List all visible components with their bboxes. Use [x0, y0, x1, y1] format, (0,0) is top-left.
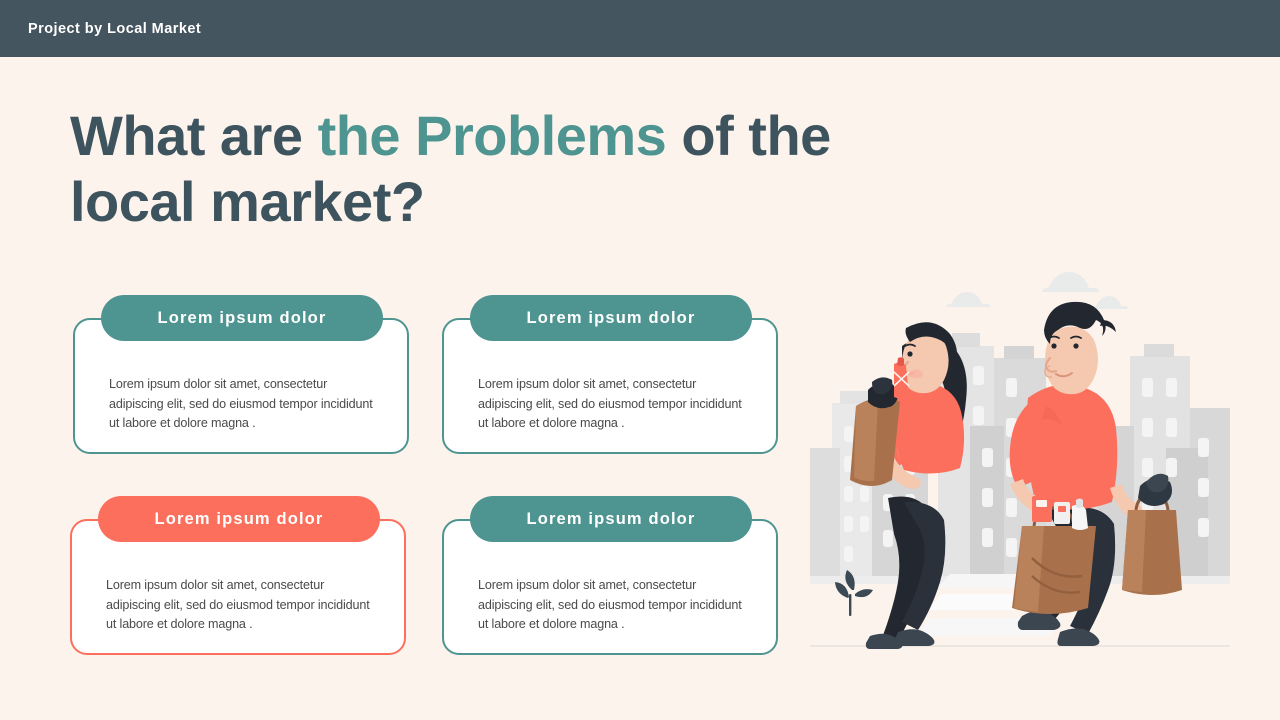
cloud-icon: [946, 272, 1128, 309]
card-heading-label: Lorem ipsum dolor: [526, 308, 696, 327]
headline-part-1: What are: [70, 104, 318, 167]
card-heading-label: Lorem ipsum dolor: [526, 509, 696, 528]
top-bar: Project by Local Market: [0, 0, 1280, 57]
card-heading-pill[interactable]: Lorem ipsum dolor: [470, 496, 752, 542]
problem-card-1[interactable]: Lorem ipsum dolor Lorem ipsum dolor sit …: [73, 295, 409, 454]
problem-card-2[interactable]: Lorem ipsum dolor Lorem ipsum dolor sit …: [442, 295, 778, 454]
headline-accent: the Problems: [317, 104, 667, 167]
plant-icon: [835, 570, 873, 616]
card-heading-pill[interactable]: Lorem ipsum dolor: [101, 295, 383, 341]
card-heading-label: Lorem ipsum dolor: [154, 509, 324, 528]
card-heading-label: Lorem ipsum dolor: [157, 308, 327, 327]
shoppers-illustration: [810, 258, 1230, 668]
headline-part-2: of the local market?: [70, 104, 831, 233]
card-description: Lorem ipsum dolor sit amet, consectetur …: [478, 377, 742, 431]
project-title: Project by Local Market: [28, 20, 202, 37]
card-heading-pill[interactable]: Lorem ipsum dolor: [470, 295, 752, 341]
card-heading-pill[interactable]: Lorem ipsum dolor: [98, 496, 380, 542]
card-description: Lorem ipsum dolor sit amet, consectetur …: [109, 377, 373, 431]
page-title: What are the Problems of the local marke…: [70, 103, 870, 234]
card-description: Lorem ipsum dolor sit amet, consectetur …: [478, 578, 742, 632]
man-figure: [1009, 301, 1182, 646]
problem-card-3[interactable]: Lorem ipsum dolor Lorem ipsum dolor sit …: [70, 496, 406, 655]
woman-figure: [850, 322, 967, 649]
card-description: Lorem ipsum dolor sit amet, consectetur …: [106, 578, 370, 632]
problem-card-4[interactable]: Lorem ipsum dolor Lorem ipsum dolor sit …: [442, 496, 778, 655]
